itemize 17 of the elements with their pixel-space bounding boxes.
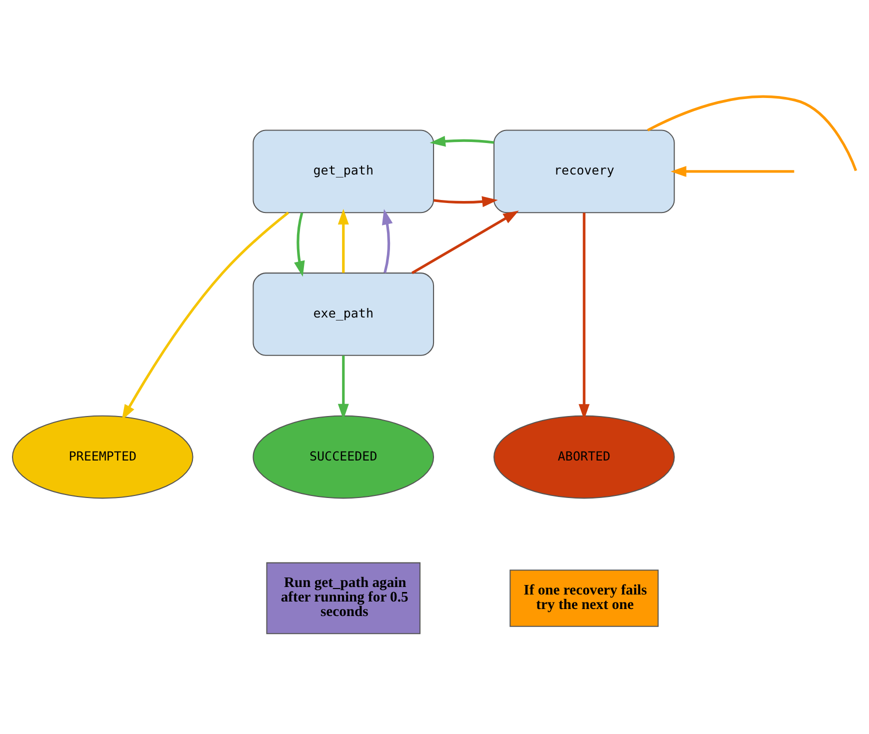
- arrow: [670, 166, 794, 177]
- arrow: [411, 210, 519, 274]
- node-box: exe_path: [252, 272, 434, 356]
- arrow: [434, 196, 498, 208]
- node-ellipse: ABORTED: [493, 415, 675, 499]
- legend-label: Run get_path again after running for 0.5 seconds: [280, 574, 408, 620]
- arrow: [122, 212, 290, 420]
- arrow: [382, 208, 393, 274]
- node-ellipse: PREEMPTED: [12, 415, 194, 499]
- arrow: [430, 136, 494, 147]
- arrow: [294, 212, 305, 277]
- connector: [647, 95, 858, 172]
- legend-label: If one recovery fails try the next one: [524, 582, 647, 613]
- node-ellipse: SUCCEEDED: [252, 415, 434, 499]
- node-box: get_path: [252, 130, 434, 214]
- node-box: recovery: [493, 130, 675, 214]
- arrow: [338, 208, 349, 273]
